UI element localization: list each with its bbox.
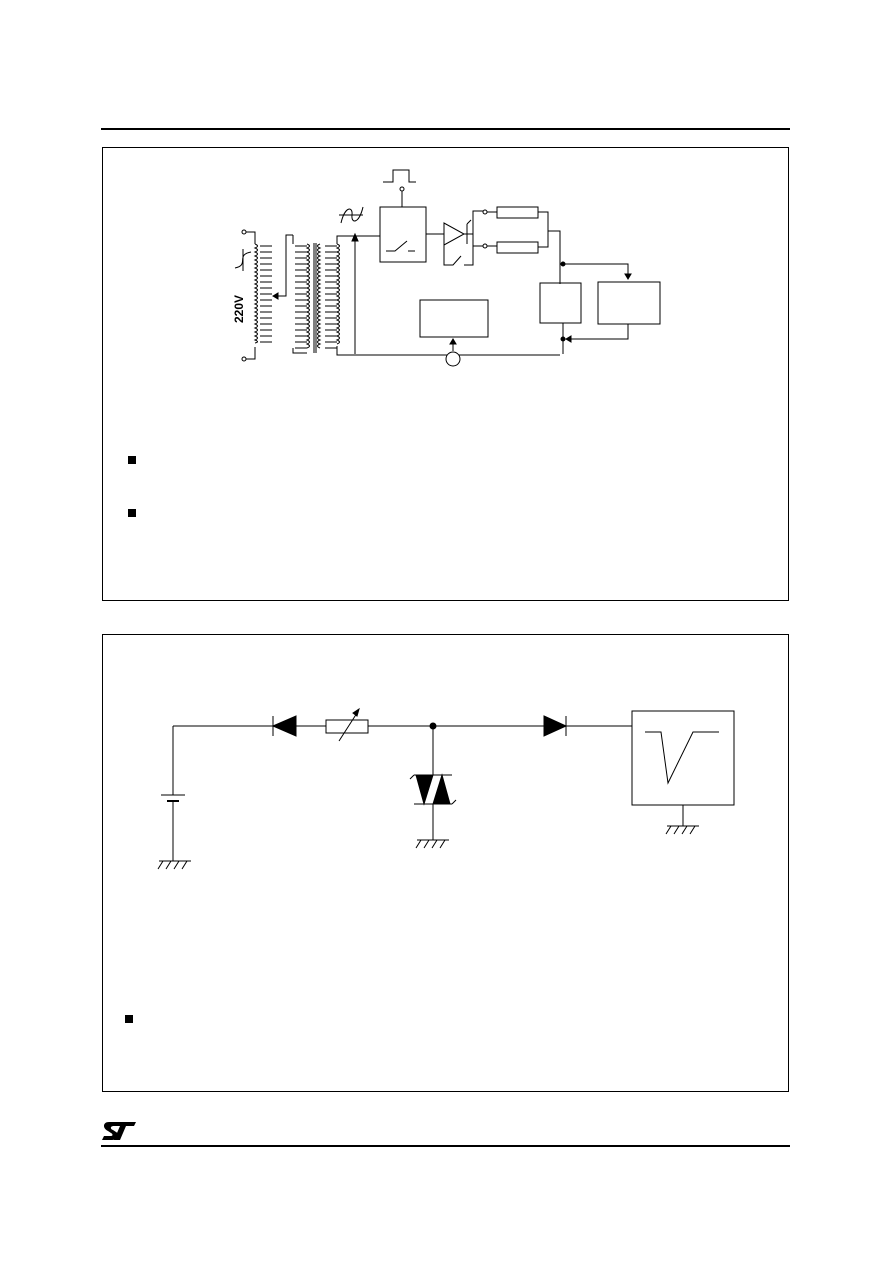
primary-winding [253,243,258,344]
sine-icon [340,206,364,224]
resistor-bottom [496,241,539,254]
switch-symbol [386,240,415,252]
figure-1-panel: 220V [102,147,789,601]
variac-coils [260,243,337,349]
mains-terminal-top [241,229,247,235]
tvs-triangle-right [432,773,451,805]
surge-generator-box [631,710,735,806]
st-logo-icon [102,1122,136,1140]
variable-resistor [325,719,369,734]
secondary-winding [335,243,340,345]
bullet-1 [128,456,136,464]
mains-terminal-bottom [241,356,247,362]
battery-ground-icon [157,860,191,870]
surge-waveform-icon [645,731,719,785]
diode-2-icon [543,715,568,737]
dut-block [539,282,582,324]
figure-1-circuit-diagram: 220V [232,169,661,367]
mains-voltage-label: 220V [232,295,246,323]
controller-block [419,299,489,338]
bypass-switch [443,234,474,266]
diode-1-icon [271,715,297,737]
bullet-2 [128,509,136,517]
variac-wiper [273,234,293,297]
diode-icon [443,222,466,246]
footer-rule [101,1145,790,1147]
resistor-top [496,206,539,219]
header-rule [101,128,790,130]
node-top [560,261,566,267]
terminal-top [482,209,488,215]
terminal-bottom [482,243,488,249]
switch-block [379,206,427,263]
figure-2-panel [102,634,789,1092]
tvs-triangle-left [415,774,434,806]
ac-symbol-icon [234,249,252,271]
measurement-block [597,281,661,325]
generator-ground-icon [665,825,699,835]
tvs-ground-icon [415,839,449,849]
bullet-3 [125,1015,133,1023]
pulse-icon [383,169,416,183]
pulse-input-terminal [399,186,405,192]
wiper-arrowhead [272,292,279,300]
figure-2-circuit-diagram [157,707,735,870]
current-sensor [445,351,461,367]
